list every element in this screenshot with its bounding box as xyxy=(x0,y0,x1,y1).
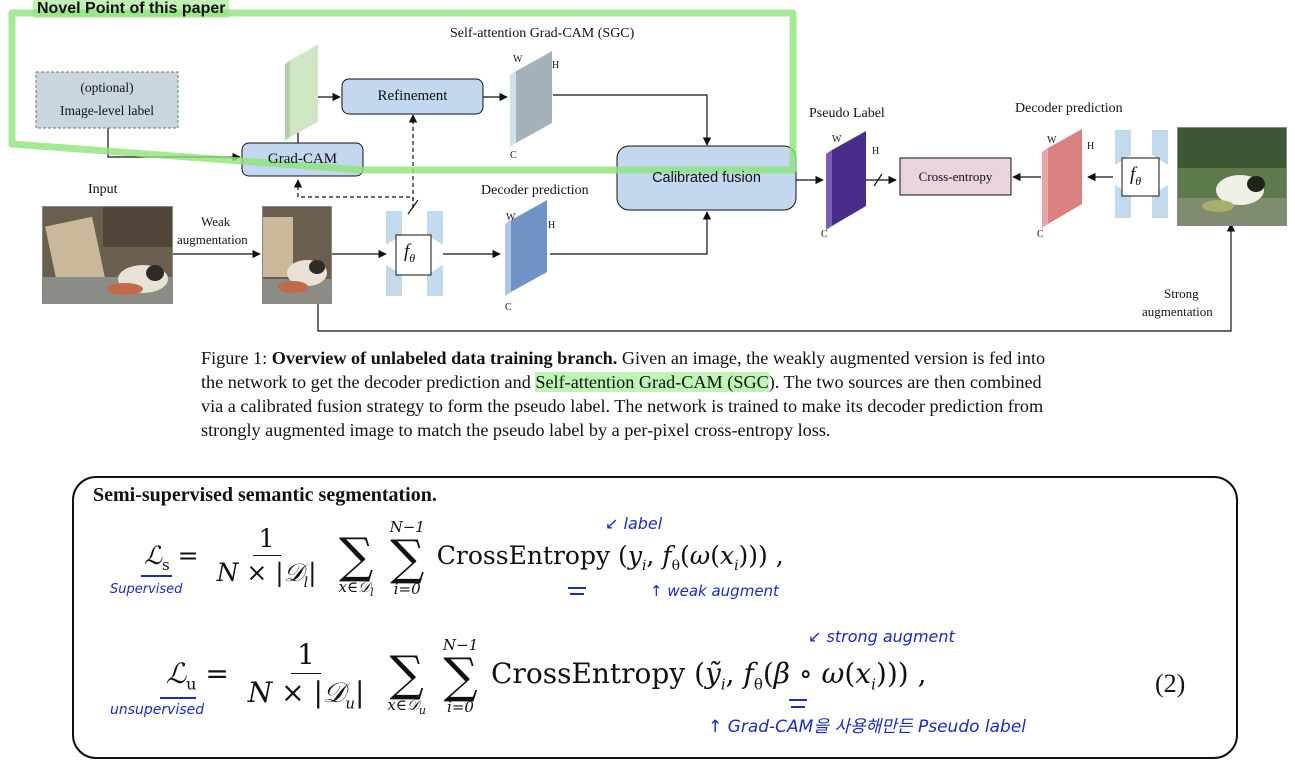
axis-h: H xyxy=(552,60,560,71)
calibrated-fusion-box xyxy=(616,145,797,211)
pseudo-label-label: Pseudo Label xyxy=(809,106,885,121)
diagram-dashed-connectors xyxy=(293,114,418,208)
decoder-prediction-label-right: Decoder prediction xyxy=(1015,101,1123,116)
strong-aug-line1: Strong xyxy=(1164,286,1199,301)
f-theta-right: fθ xyxy=(1130,164,1142,188)
optional-label-line1: (optional) xyxy=(80,80,134,95)
green-feature-map xyxy=(285,44,318,141)
network-f-theta-right xyxy=(1115,130,1168,218)
axis-w: W xyxy=(1047,135,1057,146)
note-supervised: Supervised xyxy=(110,582,183,597)
weak-aug-line2: augmentation xyxy=(177,232,248,247)
caption-text-1: Given an image, the weakly augmented ver… xyxy=(201,348,1046,392)
refinement-box xyxy=(341,78,484,115)
novel-point-highlight xyxy=(8,9,797,174)
caption-fig-number: Figure 1: xyxy=(201,348,268,368)
axis-w: W xyxy=(506,212,516,223)
cross-entropy-text: CrossEntropy xyxy=(436,541,611,570)
note-strong-augment: ↙ strong augment xyxy=(808,627,955,646)
axis-h: H xyxy=(1087,141,1095,152)
note-unsupervised: unsupervised xyxy=(110,702,205,718)
note-gradcam-pseudo-label: ↑ Grad-CAM을 사용해만든 Pseudo label xyxy=(708,717,1027,737)
novel-point-label: Novel Point of this paper xyxy=(33,0,230,18)
diagram-connectors xyxy=(107,92,1236,332)
strong-augmented-image xyxy=(1177,127,1287,226)
decoder-prediction-label-left: Decoder prediction xyxy=(481,183,589,198)
cross-entropy-box xyxy=(899,157,1012,196)
axis-h: H xyxy=(548,220,556,231)
axis-c: C xyxy=(505,302,512,313)
weak-aug-line1: Weak xyxy=(201,214,231,229)
axis-w: W xyxy=(832,134,842,145)
sgc-feature-map xyxy=(510,51,552,147)
input-image xyxy=(42,206,173,304)
f-theta-left: fθ xyxy=(404,241,416,265)
cross-entropy-text: CrossEntropy xyxy=(491,657,686,690)
optional-label-line2: Image-level label xyxy=(59,103,155,118)
input-label: Input xyxy=(88,182,118,197)
gradcam-label: Grad-CAM xyxy=(267,151,338,167)
weak-augmented-image xyxy=(262,206,332,304)
stop-gradient-mark-1 xyxy=(407,199,419,215)
figure-caption: Figure 1: Overview of unlabeled data tra… xyxy=(201,346,1061,442)
optional-label-box xyxy=(35,71,179,129)
formula-box xyxy=(72,476,1238,759)
semi-heading: Semi-supervised semantic segmentation. xyxy=(93,484,437,506)
caption-title: Overview of unlabeled data training bran… xyxy=(271,348,618,368)
axis-c: C xyxy=(510,150,517,161)
axis-c: C xyxy=(1037,229,1044,240)
unsupervised-loss-formula: ℒu = 1N × |𝒟u| N∑x∈𝒟u N−1∑i=0 CrossEntro… xyxy=(166,635,927,718)
caption-highlight: Self-attention Grad-CAM (SGC xyxy=(535,372,769,392)
sgc-title: Self-attention Grad-CAM (SGC) xyxy=(450,26,635,41)
axis-h: H xyxy=(872,146,880,157)
supervised-loss-formula: ℒs = 1N × |𝒟l| N∑x∈𝒟l N−1∑i=0 CrossEntro… xyxy=(144,517,784,600)
caption-text-2: ). The two sources are then combined via… xyxy=(201,372,1044,440)
network-f-theta-left xyxy=(386,211,443,296)
calibrated-fusion-label: Calibrated fusion xyxy=(652,170,761,186)
overview-diagram xyxy=(8,9,1236,332)
axis-c: C xyxy=(821,229,828,240)
cross-entropy-label: Cross-entropy xyxy=(918,168,993,184)
decoder-prediction-map-left xyxy=(505,200,547,296)
stop-gradient-mark-2 xyxy=(873,173,883,187)
note-label: ↙ label xyxy=(605,514,663,533)
axis-w: W xyxy=(513,54,523,65)
refinement-label: Refinement xyxy=(377,88,448,104)
equation-number: (2) xyxy=(1155,669,1186,698)
pseudo-label-map xyxy=(826,131,866,230)
strong-aug-line2: augmentation xyxy=(1142,304,1213,319)
note-weak-augment: ↑ weak augment xyxy=(650,582,779,600)
decoder-prediction-map-right xyxy=(1042,129,1082,228)
